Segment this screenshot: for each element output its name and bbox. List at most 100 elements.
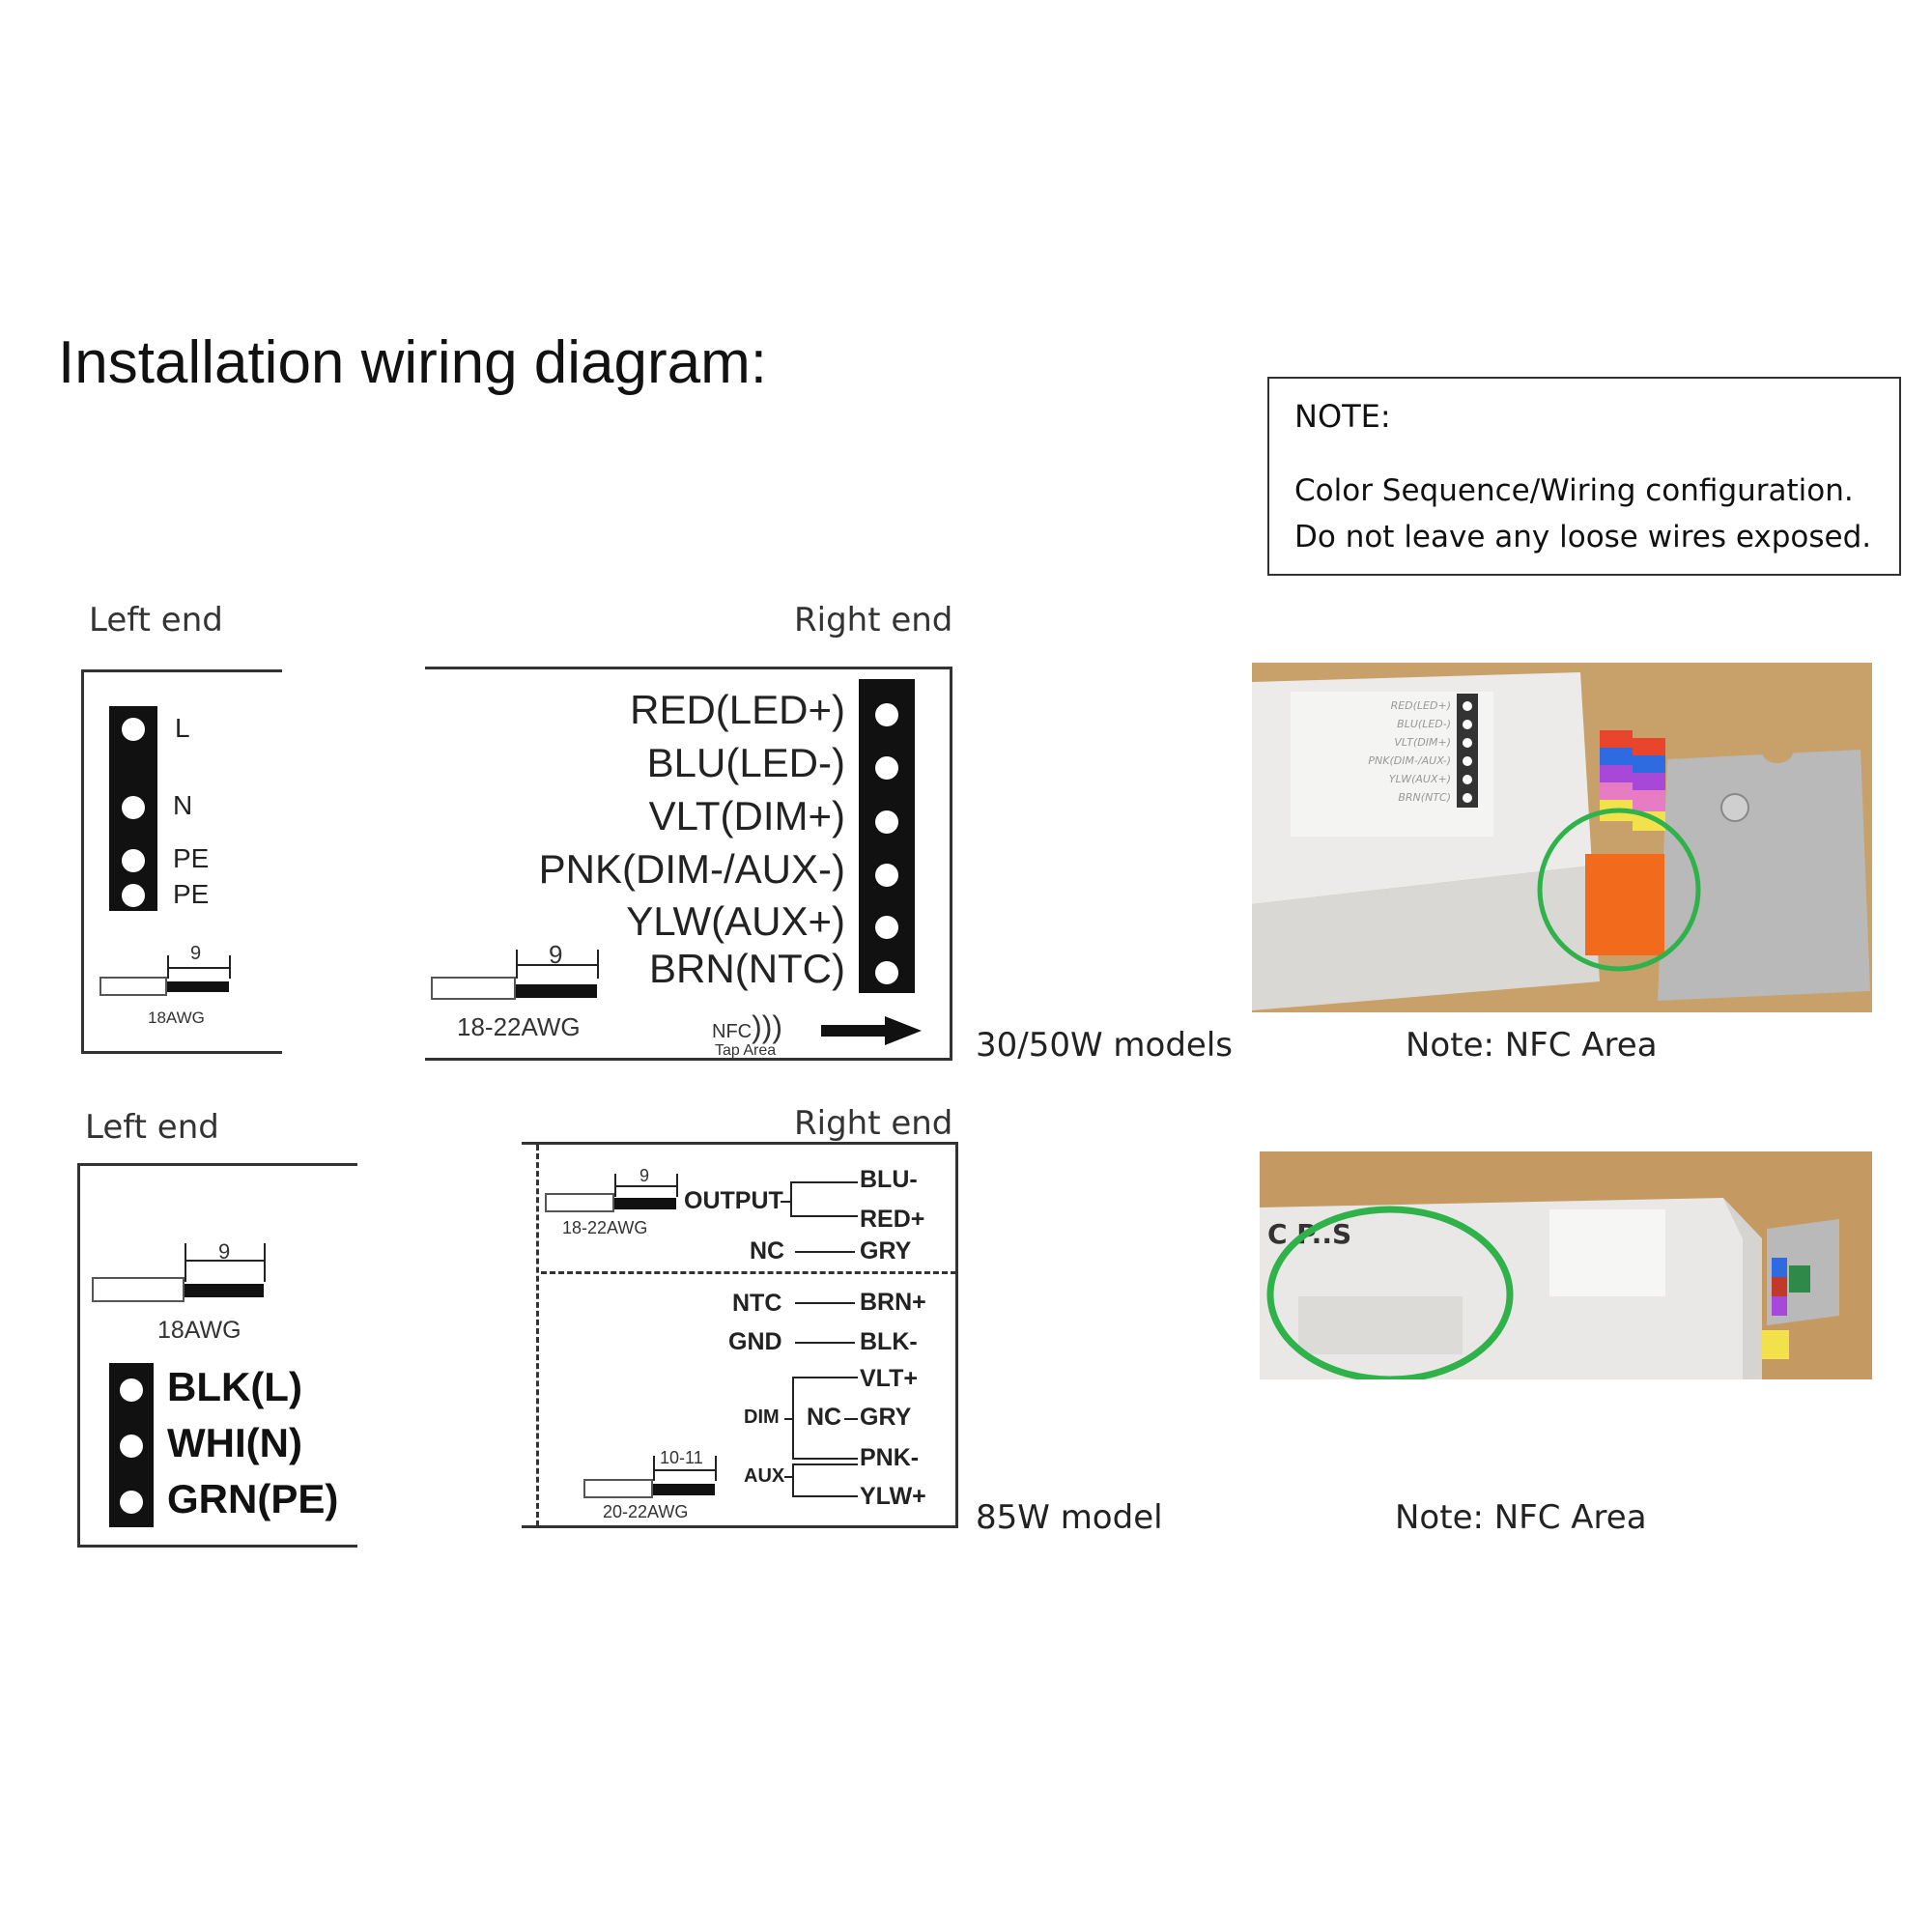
page-title: Installation wiring diagram: — [58, 329, 768, 396]
dim-label: DIM — [744, 1406, 780, 1428]
wire-brn: BRN+ — [860, 1289, 926, 1316]
terminal-label-blu: BLU(LED-) — [646, 740, 845, 785]
gnd-label: GND — [728, 1328, 782, 1355]
terminal-label-pe: PE — [173, 843, 210, 873]
terminal-hole — [120, 1491, 143, 1514]
svg-text:YLW(AUX+): YLW(AUX+) — [1389, 773, 1451, 785]
terminal-label-whi: WHI(N) — [167, 1420, 302, 1465]
dimension-tick — [185, 1243, 186, 1282]
wire-line — [792, 1463, 858, 1465]
wire-ylw: YLW+ — [860, 1483, 926, 1510]
wire-insulation-icon — [545, 1193, 614, 1212]
dashed-edge — [536, 1145, 539, 1526]
wire-conductor-icon — [167, 981, 229, 992]
wire-line — [795, 1342, 855, 1344]
photo-caption-30-50w: Note: NFC Area — [1406, 1026, 1658, 1065]
dimension-tick — [597, 950, 599, 979]
wire-line — [784, 1476, 792, 1478]
right-end-diagram-85w: 9 18-22AWG OUTPUT BLU- RED+ NC GRY NTC B… — [522, 1142, 958, 1528]
wire-gauge: 18AWG — [148, 1009, 205, 1027]
note-heading: NOTE: — [1294, 398, 1391, 435]
dimension-arrow — [185, 1260, 264, 1262]
dimension-tick — [676, 1174, 678, 1197]
terminal-block — [109, 1363, 154, 1527]
wire-gauge: 18AWG — [157, 1317, 242, 1344]
terminal-hole — [122, 718, 145, 741]
dimension-arrow — [615, 1185, 676, 1187]
svg-text:BRN(NTC): BRN(NTC) — [1398, 791, 1451, 804]
wire-line — [844, 1418, 858, 1420]
wire-red: RED+ — [860, 1206, 925, 1233]
dimension-arrow — [517, 964, 597, 966]
wire-conductor-icon — [653, 1484, 715, 1495]
terminal-hole — [875, 864, 898, 887]
wire-insulation-icon — [583, 1479, 653, 1498]
driver-photo-illustration: RED(LED+)BLU(LED-)VLT(DIM+) PNK(DIM-/AUX… — [1252, 663, 1872, 1012]
ntc-label: NTC — [732, 1290, 782, 1317]
wire-blu: BLU- — [860, 1166, 918, 1193]
wire-conductor-icon — [516, 984, 597, 998]
terminal-label-grn: GRN(PE) — [167, 1476, 339, 1521]
terminal-label-ylw: YLW(AUX+) — [626, 898, 845, 944]
wire-line — [792, 1377, 858, 1378]
note-line: Do not leave any loose wires exposed. — [1294, 520, 1872, 554]
terminal-label-brn: BRN(NTC) — [649, 946, 845, 991]
terminal-hole — [875, 916, 898, 939]
strip-length: 9 — [190, 943, 202, 964]
terminal-hole — [122, 884, 145, 907]
wire-gauge: 18-22AWG — [562, 1218, 648, 1237]
wire-line — [784, 1418, 792, 1420]
photo-caption-85w: Note: NFC Area — [1395, 1498, 1647, 1537]
wire-conductor-icon — [614, 1198, 676, 1209]
svg-text:PNK(DIM-/AUX-): PNK(DIM-/AUX-) — [1368, 754, 1451, 767]
nfc-waves-icon: ))) — [752, 1009, 783, 1044]
wire-line — [792, 1458, 858, 1460]
strip-length: 9 — [218, 1239, 231, 1264]
dimension-tick — [715, 1456, 717, 1481]
terminal-hole — [875, 961, 898, 984]
terminal-label-l: L — [175, 713, 190, 743]
driver-photo-illustration: C P..S — [1260, 1151, 1872, 1379]
wire-insulation-icon — [99, 977, 167, 996]
strip-length: 9 — [549, 940, 563, 969]
nc-label: NC — [750, 1237, 785, 1264]
wire-pnk: PNK- — [860, 1444, 920, 1471]
wire-insulation-icon — [92, 1277, 185, 1302]
nfc-tap-area: Tap Area — [715, 1042, 777, 1059]
left-end-heading: Left end — [89, 601, 223, 639]
wire-gry-dim: GRY — [860, 1404, 912, 1431]
note-line: Color Sequence/Wiring configuration. — [1294, 473, 1854, 508]
dim-nc-label: NC — [807, 1404, 842, 1431]
wire-gry: GRY — [860, 1237, 912, 1264]
terminal-hole — [120, 1378, 143, 1402]
terminal-label-pnk: PNK(DIM-/AUX-) — [538, 846, 845, 892]
svg-text:RED(LED+): RED(LED+) — [1391, 699, 1451, 712]
terminal-hole — [875, 810, 898, 834]
wire-conductor-icon — [185, 1284, 264, 1297]
aux-label: AUX — [744, 1465, 785, 1487]
left-end-diagram-30-50w: L N PE PE 9 18AWG — [81, 669, 282, 1054]
driver-photo-30-50w: RED(LED+)BLU(LED-)VLT(DIM+) PNK(DIM-/AUX… — [1252, 663, 1872, 1012]
terminal-label-pe: PE — [173, 879, 210, 909]
wire-line — [790, 1181, 858, 1183]
terminal-hole — [120, 1435, 143, 1458]
wire-gauge: 20-22AWG — [603, 1502, 689, 1521]
svg-text:VLT(DIM+): VLT(DIM+) — [1394, 736, 1451, 749]
dimension-arrow — [168, 967, 229, 969]
wire-line — [792, 1377, 794, 1459]
arrow-right-icon — [821, 1016, 922, 1045]
wire-line — [792, 1495, 858, 1497]
terminal-label-red: RED(LED+) — [630, 687, 845, 732]
right-end-heading: Right end — [794, 1104, 953, 1143]
wire-blk: BLK- — [860, 1328, 918, 1355]
wire-line — [792, 1463, 794, 1496]
terminal-hole — [122, 796, 145, 819]
wire-insulation-icon — [431, 977, 516, 1000]
wire-line — [790, 1181, 792, 1216]
terminal-hole — [875, 756, 898, 780]
dimension-tick — [229, 955, 231, 979]
strip-length: 10-11 — [660, 1448, 703, 1467]
wire-vlt: VLT+ — [860, 1365, 918, 1392]
output-label: OUTPUT — [684, 1187, 783, 1214]
terminal-hole — [122, 849, 145, 872]
